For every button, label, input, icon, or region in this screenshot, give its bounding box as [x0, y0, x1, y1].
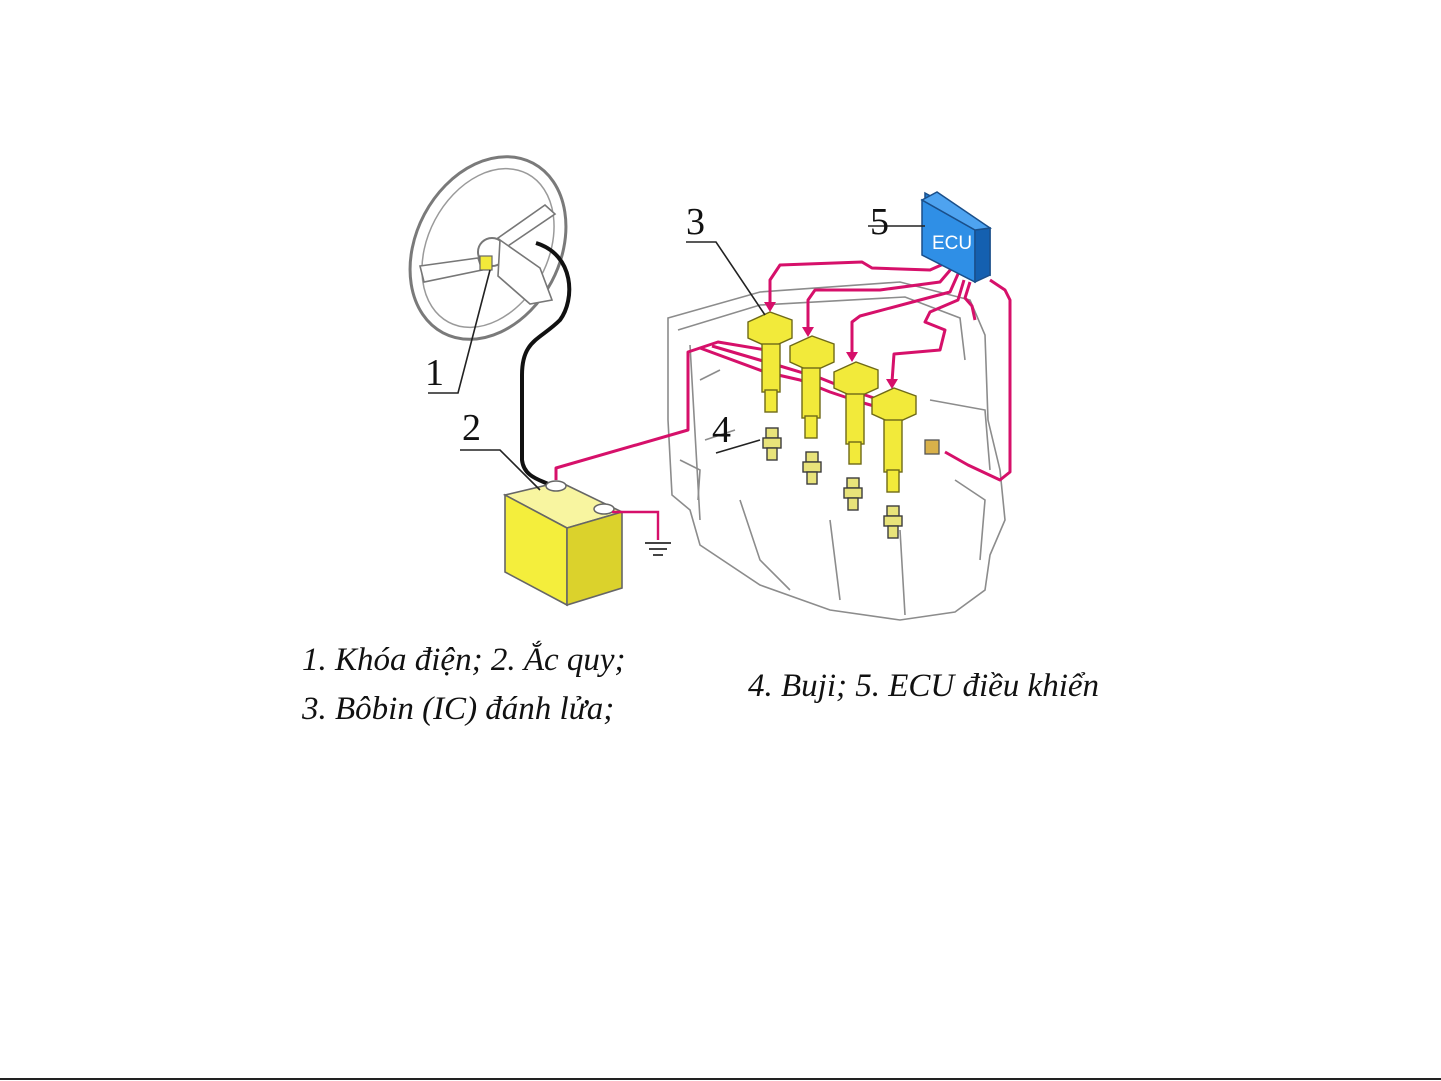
label-5: 5	[870, 201, 889, 243]
spark-plug-4	[884, 506, 902, 538]
label-4: 4	[712, 409, 731, 451]
sensor	[925, 440, 939, 454]
ignition-coil-1	[748, 312, 792, 412]
ecu-label: ECU	[932, 233, 972, 254]
steering-wheel	[379, 129, 596, 366]
caption-line-1: 1. Khóa điện; 2. Ắc quy;	[302, 644, 626, 677]
spark-plugs	[763, 428, 902, 538]
wiring	[556, 262, 1010, 480]
battery	[505, 481, 622, 605]
ignition-coil-4	[872, 388, 916, 492]
label-1: 1	[425, 352, 444, 394]
spark-plug-2	[803, 452, 821, 484]
spark-plug-1	[763, 428, 781, 460]
ignition-coil-2	[790, 336, 834, 438]
bottom-border	[0, 1078, 1441, 1080]
label-2: 2	[462, 407, 481, 449]
ignition-coils	[748, 312, 916, 492]
spark-plug-3	[844, 478, 862, 510]
caption-line-2: 3. Bôbin (IC) đánh lửa;	[302, 693, 614, 726]
ground-bars	[645, 543, 671, 555]
caption-line-3: 4. Buji; 5. ECU điều khiển	[748, 670, 1099, 703]
label-3: 3	[686, 201, 705, 243]
engine-block	[668, 282, 1005, 620]
ignition-switch	[480, 256, 492, 270]
